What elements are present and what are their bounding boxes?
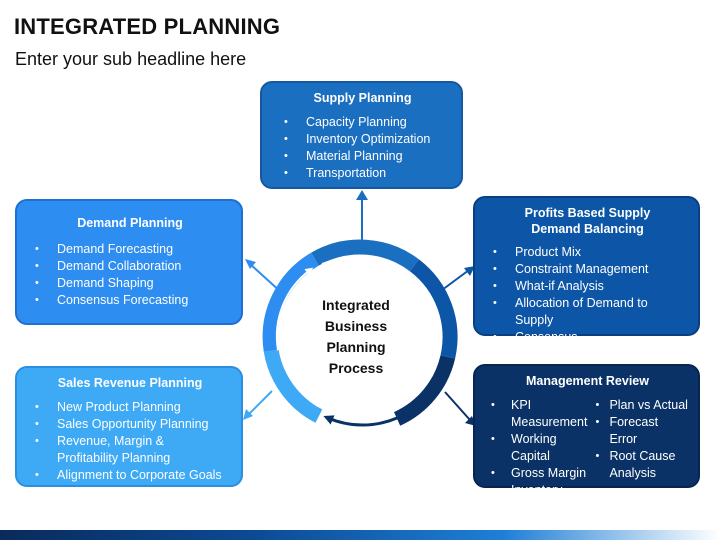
list-item-continuation: Analysis — [609, 466, 656, 480]
center-process-label: Integrated Business Planning Process — [300, 295, 412, 379]
bullet-list-left: KPI Measurement Working Capital Gross Ma… — [487, 397, 595, 516]
list-item-continuation: Profitability Planning — [57, 451, 171, 465]
list-item: Capacity Planning — [284, 114, 451, 131]
page-title: INTEGRATED PLANNING — [14, 14, 281, 39]
page-subtitle: Enter your sub headline here — [15, 49, 247, 69]
box-title: Demand Planning — [77, 216, 183, 230]
arrow-to-sales — [247, 390, 273, 416]
list-item: Demand Shaping — [35, 275, 231, 292]
list-item: Gross Margin — [491, 465, 595, 482]
ring-segment-supply — [311, 239, 419, 272]
box-title: Management Review — [526, 374, 649, 388]
management-review-box: Management Review KPI Measurement Workin… — [473, 364, 700, 514]
list-item: Product Mix — [493, 244, 688, 261]
list-item: Working Capital — [491, 431, 595, 465]
box-title-line: Demand Balancing — [531, 222, 644, 236]
list-item: Allocation of Demand to Supply — [493, 295, 688, 329]
list-item: New Product Planning — [35, 399, 231, 416]
center-line: Planning — [326, 339, 386, 355]
demand-planning-box: Demand Planning Demand Forecasting Deman… — [15, 199, 243, 325]
ring-segment-sales — [263, 349, 323, 423]
list-item: KPI — [491, 397, 595, 414]
two-column-list: KPI Measurement Working Capital Gross Ma… — [487, 397, 688, 516]
ring-segment-demand — [262, 252, 319, 353]
center-line: Integrated — [322, 297, 390, 313]
center-line: Business — [324, 318, 388, 334]
list-item: Root Cause — [595, 448, 688, 465]
list-item: Demand Collaboration — [35, 258, 231, 275]
box-title: Profits Based Supply Demand Balancing — [487, 205, 688, 237]
bullet-list-right: Plan vs Actual Forecast Error Root Cause… — [595, 397, 688, 516]
list-item: Demand Forecasting — [35, 241, 231, 258]
box-title: Supply Planning — [313, 91, 412, 105]
list-item-continuation: Measurement — [511, 415, 588, 429]
cycle-ring — [262, 239, 458, 427]
list-item: What-if Analysis — [493, 278, 688, 295]
list-item: Material Planning — [284, 148, 451, 165]
center-line: Process — [328, 360, 384, 376]
list-item: Inventory Turns — [491, 482, 595, 516]
box-title-line: Profits Based Supply — [524, 206, 651, 220]
list-item: Consensus Forecasting — [35, 292, 231, 309]
bullet-list: New Product Planning Sales Opportunity P… — [29, 399, 231, 484]
list-item: Inventory Optimization — [284, 131, 451, 148]
list-item: Alignment to Corporate Goals — [35, 467, 231, 484]
ring-segment-management — [393, 355, 456, 426]
supply-planning-box: Supply Planning Capacity Planning Invent… — [260, 81, 463, 189]
connector-arrows — [243, 190, 476, 426]
box-title: Sales Revenue Planning — [57, 376, 203, 390]
ring-segment-profits — [409, 259, 458, 359]
list-item: Revenue, Margin & — [35, 433, 231, 450]
bullet-list: Capacity Planning Inventory Optimization… — [274, 114, 451, 182]
arrow-to-management — [444, 391, 471, 421]
list-item: Constraint Management — [493, 261, 688, 278]
list-item: Transportation — [284, 165, 451, 182]
list-item: Forecast Error — [595, 414, 688, 448]
bullet-list: Product Mix Constraint Management What-i… — [487, 244, 688, 346]
footer-gradient-bar — [0, 530, 720, 540]
list-item: Plan vs Actual — [595, 397, 688, 414]
profits-based-supply-demand-balancing-box: Profits Based Supply Demand Balancing Pr… — [473, 196, 700, 346]
list-item: Consensus — [493, 329, 688, 346]
list-item: Sales Opportunity Planning — [35, 416, 231, 433]
sales-revenue-planning-box: Sales Revenue Planning New Product Plann… — [15, 366, 243, 487]
bullet-list: Demand Forecasting Demand Collaboration … — [29, 241, 231, 309]
